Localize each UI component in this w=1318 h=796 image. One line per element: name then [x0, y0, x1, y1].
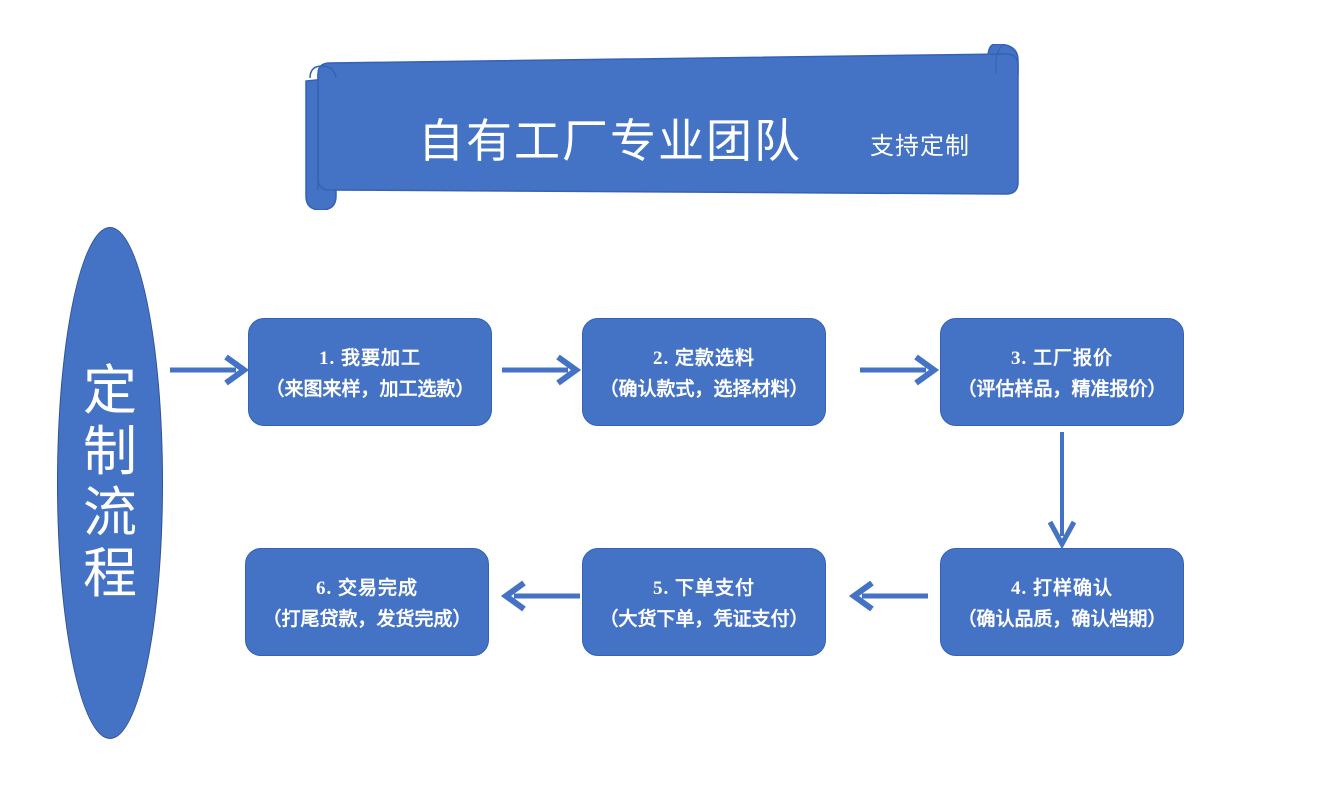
- process-step-4[interactable]: 4. 打样确认 （确认品质，确认档期）: [940, 548, 1184, 656]
- process-step-6[interactable]: 6. 交易完成 （打尾贷款，发货完成）: [245, 548, 489, 656]
- side-label-char-1: 定: [83, 360, 137, 421]
- process-step-1[interactable]: 1. 我要加工 （来图来样，加工选款）: [248, 318, 492, 426]
- arrow-step-4-to-step-5: [848, 580, 928, 612]
- ribbon-right-curl-arc: [995, 45, 1003, 74]
- ribbon-left-curl-arc: [309, 65, 337, 79]
- process-step-3[interactable]: 3. 工厂报价 （评估样品，精准报价）: [940, 318, 1184, 426]
- arrow-step-5-to-step-6: [500, 580, 580, 612]
- process-step-2-title: 2. 定款选料: [652, 348, 755, 369]
- arrow-step-1-to-step-2: [502, 354, 582, 386]
- arrow-step-3-to-step-4: [1047, 432, 1077, 550]
- process-step-3-detail: （评估样品，精准报价）: [957, 379, 1167, 400]
- process-step-5-title: 5. 下单支付: [652, 578, 755, 599]
- process-step-4-detail: （确认品质，确认档期）: [957, 609, 1167, 630]
- process-step-4-title: 4. 打样确认: [1010, 578, 1113, 599]
- banner-ribbon-shape: [305, 44, 1019, 210]
- process-step-3-title: 3. 工厂报价: [1010, 348, 1113, 369]
- process-step-1-title: 1. 我要加工: [318, 348, 421, 369]
- banner-ribbon: 自有工厂专业团队 支持定制: [296, 44, 1026, 210]
- process-step-6-title: 6. 交易完成: [315, 578, 418, 599]
- side-label-char-3: 流: [83, 483, 137, 543]
- arrow-side-to-step-1: [170, 354, 250, 386]
- process-step-2-detail: （确认款式，选择材料）: [599, 379, 809, 400]
- process-step-2[interactable]: 2. 定款选料 （确认款式，选择材料）: [582, 318, 826, 426]
- side-label-ellipse-shape: [57, 227, 163, 739]
- arrow-step-2-to-step-3: [860, 354, 940, 386]
- ribbon-body: [317, 53, 1019, 195]
- process-step-6-detail: （打尾贷款，发货完成）: [262, 609, 472, 630]
- process-step-5[interactable]: 5. 下单支付 （大货下单，凭证支付）: [582, 548, 826, 656]
- side-label-ellipse: 定 制 流 程: [57, 227, 163, 739]
- process-step-1-detail: （来图来样，加工选款）: [265, 379, 475, 400]
- side-label-char-4: 程: [83, 544, 137, 605]
- process-step-5-detail: （大货下单，凭证支付）: [599, 609, 809, 630]
- side-label-text: 定 制 流 程: [57, 227, 163, 739]
- side-label-char-2: 制: [83, 421, 137, 482]
